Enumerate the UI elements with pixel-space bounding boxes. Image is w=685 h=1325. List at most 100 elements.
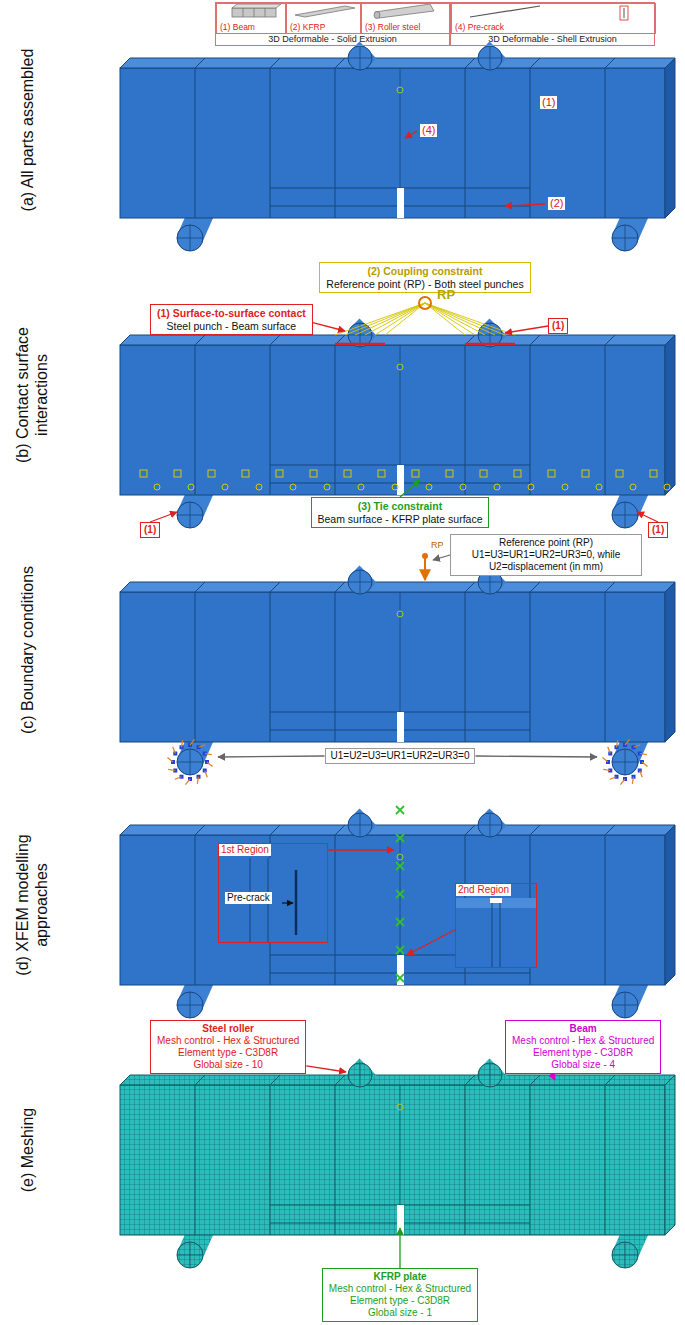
constraint-marker (446, 470, 453, 477)
box-heading: 2nd Region (456, 884, 511, 896)
enrichment-marker (396, 918, 404, 926)
roller-axis (177, 502, 203, 528)
panel-label: (e) Meshing (18, 1075, 37, 1225)
coupling-line (425, 303, 515, 335)
partition-line (465, 58, 475, 68)
box-text: Reference point (RP) - Both steel punche… (326, 278, 523, 291)
steel-roller (177, 502, 203, 528)
constraint-marker (412, 470, 419, 477)
notch (397, 465, 404, 495)
beam-side (665, 58, 675, 218)
zoom-region (456, 898, 536, 967)
callout-number: (4) (420, 124, 437, 137)
partition-line (605, 592, 606, 742)
constraint-marker (242, 470, 249, 477)
roller-axis (612, 749, 638, 775)
leader-arrow (306, 1066, 346, 1072)
crack-marker (397, 1104, 403, 1110)
partition-line (605, 582, 615, 592)
box-heading: (1) Beam (220, 22, 282, 32)
roller-sketch (374, 12, 380, 19)
roller-axis (612, 992, 638, 1018)
box-heading: Beam (512, 1023, 654, 1035)
enrichment-marker (396, 974, 404, 982)
partition-line (465, 592, 466, 742)
roller-axis (177, 1242, 203, 1268)
bc-marker (640, 771, 643, 778)
panel-label: (c) Boundary conditions (18, 540, 37, 760)
constraint-marker (392, 484, 398, 490)
bc-marker (608, 747, 611, 754)
leader-arrow (637, 512, 658, 522)
crack-plane (400, 345, 401, 465)
partition-line (335, 592, 336, 742)
notch (397, 955, 404, 985)
callout-arrows (282, 131, 545, 903)
box-text: Pre-crack (225, 892, 272, 904)
box-heading: (2) KFRP (290, 22, 357, 32)
partition-line (270, 1075, 280, 1085)
constraint-marker (616, 470, 623, 477)
crack-marker (397, 611, 403, 617)
partition-line (335, 582, 345, 592)
callout-number: (2) (548, 197, 565, 210)
roller-axis (612, 225, 638, 251)
bc-marker (190, 739, 195, 745)
partition-line (605, 1085, 606, 1235)
constraint-marker (650, 470, 657, 477)
steel-roller (348, 1063, 372, 1087)
part-sketches (232, 4, 628, 20)
beam-front (120, 345, 665, 495)
bc-marker (173, 747, 176, 754)
roller-sketch (375, 4, 434, 18)
steel-roller (612, 502, 638, 528)
coupling-line (425, 303, 505, 335)
beam-side (665, 825, 675, 985)
zoom-inset: 2nd Region (455, 883, 537, 968)
beam-front (120, 68, 665, 218)
box-heading: (4) Pre-crack (455, 22, 652, 32)
partition-line (195, 345, 196, 495)
bc-marker (185, 779, 190, 785)
coupling-line (425, 303, 475, 335)
beam-top (120, 582, 675, 592)
leader-arrow (407, 930, 455, 955)
box-heading: Steel roller (157, 1023, 299, 1035)
partition-line (270, 68, 271, 218)
beam-top (120, 1075, 675, 1085)
bc-marker (617, 740, 618, 747)
enrichment-marker (396, 834, 404, 842)
partition-line (530, 592, 531, 742)
constraint-marker (426, 484, 432, 490)
beam-front (120, 835, 665, 985)
bc-marker (175, 777, 182, 780)
annotation-box: Reference point (RP)U1=U3=UR1=UR2=UR3=0,… (450, 534, 642, 576)
crack-plane (400, 1085, 401, 1205)
partition-line (465, 825, 475, 835)
part-group: 3D Deformable - Shell Extrusion(4) Pre-c… (450, 2, 655, 46)
panel-label: (e) Meshing (18, 1075, 37, 1225)
box-text: Beam surface - KFRP plate surface (318, 513, 483, 526)
box-text: Element type - C3D8R (157, 1047, 299, 1059)
annotation-box: (2) Coupling constraintReference point (… (319, 262, 530, 293)
partition-line (335, 68, 336, 218)
partition-line (195, 582, 205, 592)
panel-label: (b) Contact surface interactions (13, 303, 51, 488)
beam-model (120, 46, 675, 251)
panel-label: (a) All parts assembled (18, 20, 37, 240)
annotation-box: U1=U2=U3=UR1=UR2=UR3=0 (325, 748, 476, 764)
partition-line (605, 1075, 615, 1085)
steel-roller (177, 749, 203, 775)
beam-side (665, 1075, 675, 1235)
partition-line (530, 58, 540, 68)
beam-sketch (243, 8, 265, 17)
panel-label: (b) Contact surface interactions (13, 303, 51, 488)
annotation-box: (1) Surface-to-surface contactSteel punc… (150, 304, 313, 335)
steel-roller (478, 813, 502, 837)
callout-arrow (405, 131, 417, 138)
steel-roller (612, 992, 638, 1018)
partition-line (335, 58, 345, 68)
annotation-box: Steel rollerMesh control - Hex & Structu… (150, 1020, 306, 1074)
leader-arrow (552, 1074, 555, 1080)
